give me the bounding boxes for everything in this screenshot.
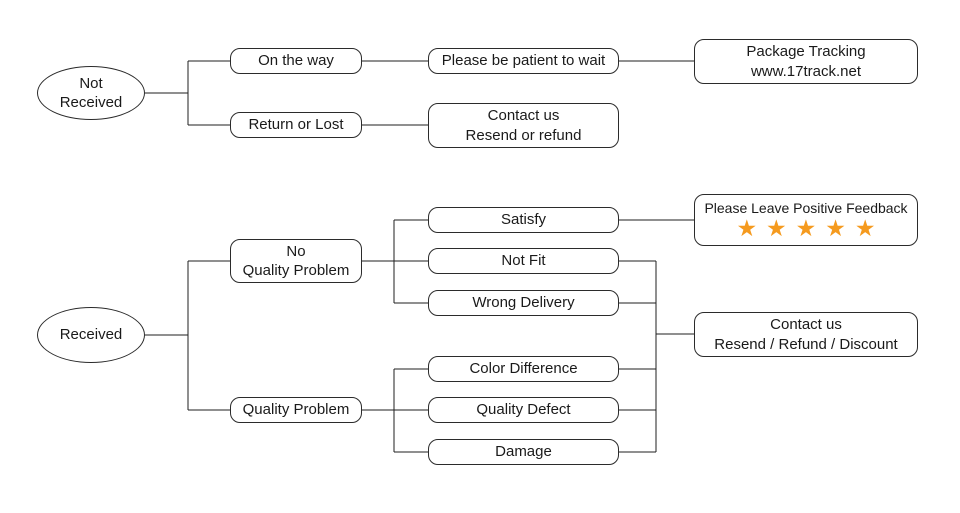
- node-label: Received: [59, 94, 123, 111]
- node-label: Color Difference: [469, 360, 578, 378]
- node-no-quality-problem: No Quality Problem: [230, 239, 362, 283]
- node-label: Resend / Refund / Discount: [714, 335, 898, 353]
- node-label: Please Leave Positive Feedback: [704, 199, 908, 216]
- tracking-url: www.17track.net: [750, 62, 862, 80]
- five-star-rating-icon: ★★★★★: [736, 215, 885, 242]
- node-positive-feedback: Please Leave Positive Feedback ★★★★★: [694, 194, 918, 246]
- node-not-fit: Not Fit: [428, 248, 619, 274]
- node-label: Return or Lost: [248, 116, 344, 134]
- node-quality-problem: Quality Problem: [230, 397, 362, 423]
- node-label: Resend or refund: [465, 126, 582, 144]
- node-label: Not Fit: [501, 252, 546, 270]
- node-package-tracking: Package Tracking www.17track.net: [694, 39, 918, 84]
- node-label: Contact us: [770, 316, 842, 333]
- node-damage: Damage: [428, 439, 619, 465]
- node-label: Satisfy: [500, 211, 546, 229]
- node-please-be-patient: Please be patient to wait: [428, 48, 619, 74]
- node-quality-defect: Quality Defect: [428, 397, 619, 423]
- node-satisfy: Satisfy: [428, 207, 619, 233]
- node-label: Damage: [495, 443, 552, 461]
- node-label: Please be patient to wait: [441, 52, 606, 70]
- node-label: Quality Defect: [476, 401, 571, 419]
- node-not-received: Not Received: [37, 66, 145, 120]
- node-label: Quality Problem: [242, 262, 350, 279]
- node-received: Received: [37, 307, 145, 363]
- node-label: On the way: [258, 52, 334, 70]
- node-contact-us-resend-or-refund: Contact us Resend or refund: [428, 103, 619, 148]
- node-label: Wrong Delivery: [472, 294, 575, 312]
- node-color-difference: Color Difference: [428, 356, 619, 382]
- node-label: Received: [59, 326, 123, 344]
- node-label: Package Tracking: [746, 43, 866, 60]
- node-label: Quality Problem: [242, 401, 350, 419]
- node-label: Not: [79, 74, 103, 92]
- node-wrong-delivery: Wrong Delivery: [428, 290, 619, 316]
- node-return-or-lost: Return or Lost: [230, 112, 362, 138]
- node-on-the-way: On the way: [230, 48, 362, 74]
- node-label: No: [286, 242, 306, 260]
- node-contact-us-resend-refund-discount: Contact us Resend / Refund / Discount: [694, 312, 918, 357]
- node-label: Contact us: [487, 107, 560, 124]
